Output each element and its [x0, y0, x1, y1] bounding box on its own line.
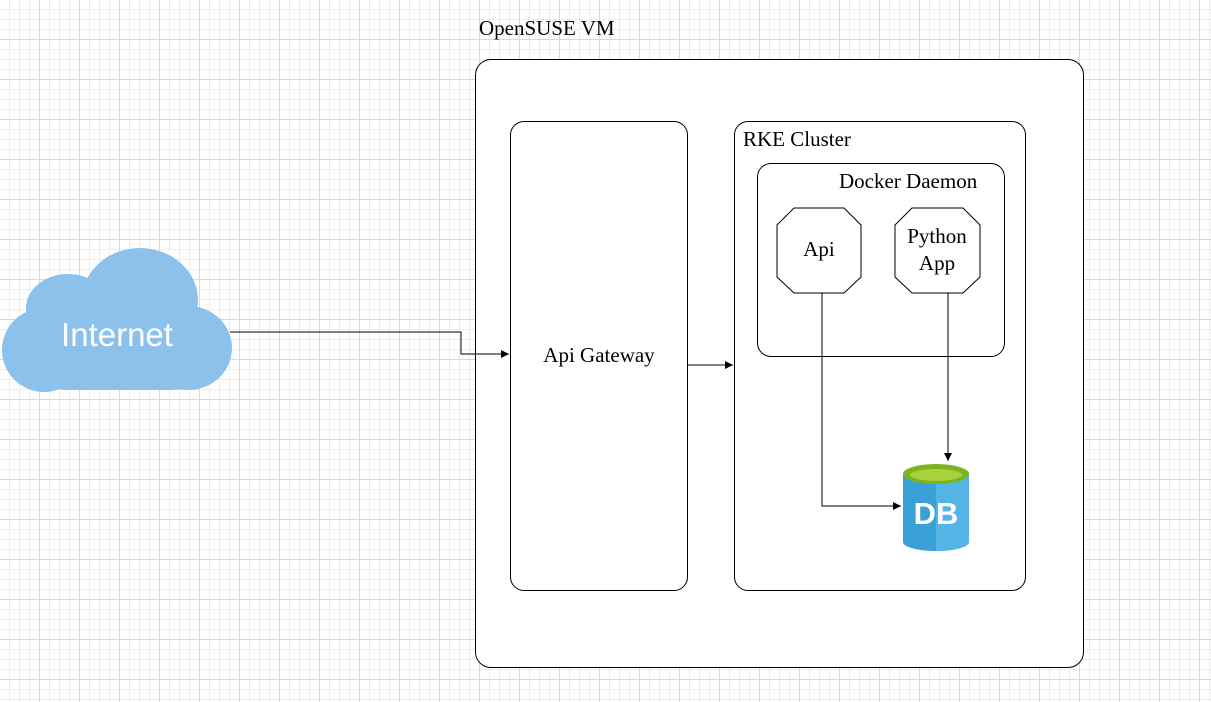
python-app-label-line-1: Python: [907, 224, 967, 248]
internet-label: Internet: [61, 316, 173, 353]
python-app-label-line-2: App: [918, 251, 956, 275]
api-container-label: Api: [803, 237, 835, 261]
python-app-container-label: Python App: [895, 223, 979, 277]
edge-internet-to-gateway: [230, 331, 509, 358]
api-gateway-node: [510, 121, 688, 591]
python-app-container-node: [894, 207, 981, 294]
api-container-node: [776, 207, 862, 294]
database-icon: [903, 464, 969, 551]
docker-daemon-title: Docker Daemon: [839, 169, 978, 193]
edge-api-to-db: [821, 293, 901, 510]
cloud-icon: [2, 248, 232, 392]
api-gateway-label: Api Gateway: [543, 343, 655, 367]
database-label: DB: [913, 496, 959, 531]
vm-title: OpenSUSE VM: [479, 16, 615, 40]
rke-cluster-title: RKE Cluster: [743, 127, 851, 151]
